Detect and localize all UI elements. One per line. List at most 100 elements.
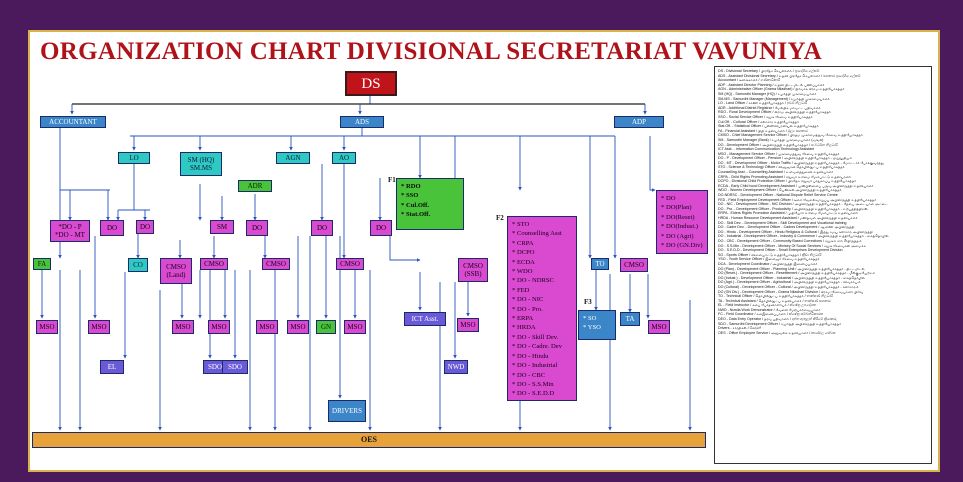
- legend-entry: DO - S.S.Min - Development Officer - Min…: [718, 243, 866, 248]
- node-ao-label: AO: [338, 154, 350, 162]
- node-mso-9-label: MSO: [651, 323, 667, 331]
- legend-entry: RDO - Rural Development Officer / கிராம …: [718, 110, 831, 115]
- f2-list-item: * HRDA: [512, 324, 536, 332]
- node-do-accountant: DO: [100, 220, 124, 236]
- adp-list-item: * DO: [661, 195, 676, 202]
- node-mso-6-label: MSO: [290, 323, 306, 331]
- f2-list-item: * DO - S.S.Min: [512, 380, 554, 388]
- legend-entry: DO-NDRSC - Development Officer - Nationa…: [718, 193, 838, 198]
- legend-entry: ICT Asst. - Information Communication Te…: [718, 147, 815, 152]
- node-drivers-label: DRIVERS: [332, 407, 362, 415]
- legend-entry: DEO - Data Entry Operator / தரவு பதிவாளர…: [718, 317, 837, 322]
- node-drivers: DRIVERS: [328, 400, 366, 422]
- legend-entry: ADR - Additional District Registrar / மே…: [718, 105, 821, 110]
- legend-entry: DO - NIC - Development Officer - NIC Div…: [718, 202, 889, 207]
- f2-list-item: * STO: [512, 221, 530, 228]
- node-do-accountant-label: DO: [106, 224, 118, 232]
- group-f3: * SO* YSO: [578, 310, 616, 340]
- legend-entry: ECDA - Early Child hood Development Assi…: [718, 183, 874, 188]
- node-oes: OES: [32, 432, 706, 448]
- f2-list-item: * Counselling Asst: [512, 230, 562, 238]
- node-sm: SM: [210, 220, 234, 234]
- node-ads-label: ADS: [354, 118, 369, 126]
- group-f2-label: F2: [496, 214, 504, 222]
- node-adr: ADR: [238, 180, 272, 192]
- legend-entry: DO (Reset.) - Development Officer - Rese…: [718, 271, 876, 276]
- legend-entry: STO - Science & Technology Officer / விஞ…: [718, 165, 845, 170]
- legend-entry: DO - S.E.D.D - Development Officer - Sma…: [718, 248, 843, 253]
- node-oes-label: OES: [360, 435, 377, 444]
- legend-entry: MSO - Management Service Officer / முகாம…: [718, 151, 840, 156]
- node-co: CO: [128, 258, 148, 272]
- node-cmso-land-sublabel: (Land): [166, 271, 186, 279]
- node-el: EL: [100, 360, 124, 374]
- legend-entry: DO - Industrial - Development Officer - …: [718, 234, 889, 239]
- group-f1-label: F1: [388, 176, 396, 184]
- group-f1: * RDO* SSO* Cul.Off.* Stat.Off.: [396, 178, 464, 230]
- legend-entry: FA - Financial Assistant / நிதி உதவியாளர…: [718, 128, 808, 133]
- group-f3-label: F3: [584, 298, 592, 306]
- node-mso-4: MSO: [208, 320, 230, 334]
- node-do-ads: DO: [370, 220, 392, 236]
- legend-entry: SM (HQ) - Samurdhi Manager (HQ) / சமுர்த…: [718, 91, 817, 96]
- node-cmso-adp: CMSO: [620, 258, 648, 272]
- node-nwd: NWD: [444, 360, 468, 374]
- node-sdo-1: SDO: [203, 360, 227, 374]
- node-sdo-2-label: SDO: [227, 363, 242, 371]
- legend-entry: Drivers - சாரதிகள் / රියදුරන්: [718, 326, 762, 331]
- f2-list-item: * DO - Skill Dev.: [512, 333, 559, 341]
- f2-list-item: * ERPA: [512, 315, 534, 323]
- legend-entry: EL - Field Instructor / களப் போதனாசிரியர…: [718, 303, 817, 308]
- legend-entry: DO (GN Div.) - Development Officer - Gra…: [718, 289, 864, 294]
- node-cmso-adr: CMSO: [262, 258, 290, 270]
- node-lo: LO: [118, 152, 150, 164]
- f2-list-item: * DO - Cadre. Dev: [512, 343, 562, 351]
- f2-list-item: * CRPA: [512, 239, 534, 247]
- node-nwd-label: NWD: [447, 363, 465, 371]
- node-agn: AGN: [276, 152, 310, 164]
- f2-list-item: * DO - CBC: [512, 371, 546, 379]
- node-cmso-ssb-sublabel: (SSB): [464, 270, 482, 278]
- adp-list-item: * DO (Agri): [661, 232, 694, 240]
- node-mso-2: MSO: [88, 320, 110, 334]
- legend-entry: OES - Office Employee Service / அலுவலக உ…: [718, 330, 836, 335]
- legend-entry: DO (Agri.) - Development Officer - Agric…: [718, 280, 861, 285]
- node-accountant-label: ACCOUNTANT: [49, 118, 97, 126]
- node-ict-asst: ICT Asst.: [404, 312, 446, 326]
- node-do-lo-1: DO: [136, 220, 154, 234]
- legend-entry: DO - Hindu - Development Officer - Hindu…: [718, 229, 873, 234]
- legend-entry: DCA - Development Coordinator / அபிவிருத…: [718, 261, 818, 266]
- legend-entry: DO - Pro. - Development Officer - Produc…: [718, 206, 868, 211]
- node-mso-8: MSO: [457, 318, 479, 332]
- f3-list-item: * SO: [583, 315, 597, 322]
- legend-entry: CRPA - Child Rights Promoting Assistant …: [718, 174, 851, 179]
- node-do-agn: DO: [311, 220, 333, 236]
- node-cmso-land-label: CMSO: [166, 263, 186, 271]
- node-ict-asst-label: ICT Asst.: [411, 315, 439, 323]
- node-ta: TA: [620, 312, 640, 326]
- legend-entry: Cul.Off. - Cultural Officer / கலாசார உத்…: [718, 119, 800, 124]
- f2-list-item: * DO - Industrial: [512, 362, 558, 370]
- node-accountant: ACCOUNTANT: [40, 116, 106, 128]
- node-cmso-adr-label: CMSO: [266, 260, 286, 268]
- adp-list-item: * DO(Plan): [661, 204, 692, 212]
- legend-entry: SDO - Samurdhi Development Officer / சமு…: [718, 321, 842, 326]
- node-mso-7-label: MSO: [347, 323, 363, 331]
- node-mso-5: MSO: [256, 320, 278, 334]
- legend-entry: DO - Cadre Dev. - Development Officer - …: [718, 225, 855, 230]
- node-do-mt-label: *DO - MT: [55, 231, 85, 239]
- node-co-label: CO: [133, 261, 143, 269]
- node-sm-hq: SM (HQ) SM.MS: [180, 152, 222, 176]
- node-sdo-1-label: SDO: [207, 363, 222, 371]
- node-sdo-2: SDO: [222, 360, 248, 374]
- node-agn-label: AGN: [285, 154, 301, 162]
- f2-list-item: * DO - Pro.: [512, 305, 543, 313]
- f1-list-item: * SSO: [401, 192, 419, 200]
- node-do-agn-label: DO: [316, 224, 328, 232]
- adp-list-item: * DO(Reset): [661, 213, 695, 221]
- f2-list-item: * DO - NDRSC: [512, 277, 554, 285]
- legend-entry: DO - P - Development Officer - Pension /…: [718, 156, 853, 161]
- f2-list-item: * DO - Hindu: [512, 352, 549, 360]
